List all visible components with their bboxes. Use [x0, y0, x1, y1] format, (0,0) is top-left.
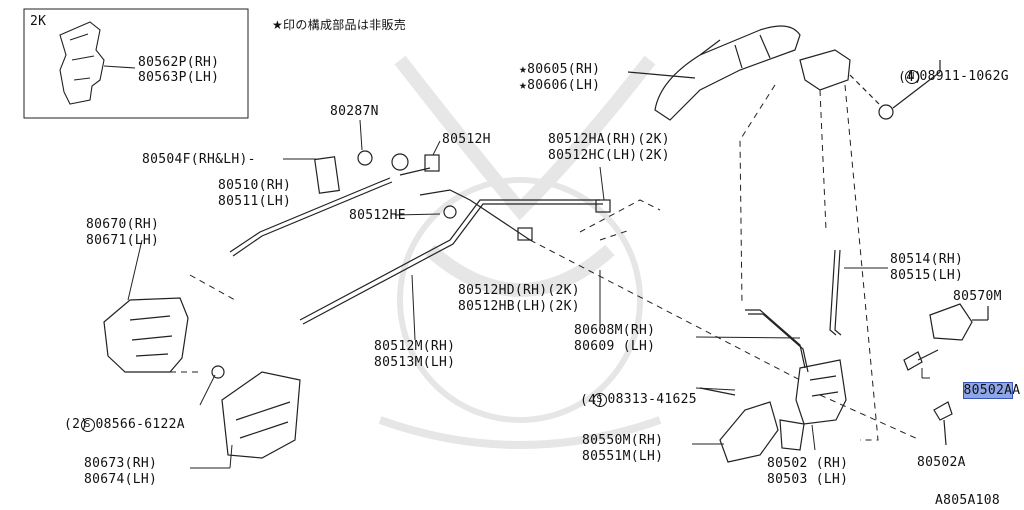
part-80551m[interactable]: 80551M(LH)	[582, 449, 664, 464]
part-80673[interactable]: 80673(RH)	[84, 456, 158, 471]
part-80513m[interactable]: 80513M(LH)	[374, 355, 456, 370]
outside-handle-part	[627, 25, 941, 121]
inside-handle-part	[103, 297, 225, 379]
part-80504f[interactable]: 80504F(RH&LH)-	[142, 152, 256, 167]
part-80502a[interactable]: 80502A	[917, 455, 966, 470]
part-80512hd[interactable]: 80512HD(RH)(2K)	[458, 283, 580, 298]
bolt-qty: (4)	[898, 70, 923, 85]
inset-tag: 2K	[30, 14, 47, 29]
s-mark-icon: S	[592, 392, 607, 407]
part-80287n[interactable]: 80287N	[330, 104, 379, 119]
screw-qty: (4)	[580, 393, 605, 408]
part-80502[interactable]: 80502 (RH)	[767, 456, 849, 471]
part-80674[interactable]: 80674(LH)	[84, 472, 158, 487]
part-80605[interactable]: ★80605(RH)	[519, 62, 601, 77]
part-80609[interactable]: 80609 (LH)	[574, 339, 656, 354]
part-80670[interactable]: 80670(RH)	[86, 217, 160, 232]
part-80511[interactable]: 80511(LH)	[218, 194, 292, 209]
part-80515[interactable]: 80515(LH)	[890, 268, 964, 283]
part-80512m[interactable]: 80512M(RH)	[374, 339, 456, 354]
drawing-code: A805A108	[935, 493, 1001, 508]
n-mark-icon: N	[904, 69, 919, 84]
actuator-part	[699, 387, 779, 463]
bolt-code: 08911-1062G	[919, 69, 1009, 84]
part-80512h[interactable]: 80512H	[442, 132, 491, 147]
part-80512hb[interactable]: 80512HB(LH)(2K)	[458, 299, 580, 314]
inset-bracket-part	[59, 21, 136, 105]
part-80510[interactable]: 80510(RH)	[218, 178, 292, 193]
part-80512ha[interactable]: 80512HA(RH)(2K)	[548, 132, 670, 147]
part-80512hc[interactable]: 80512HC(LH)(2K)	[548, 148, 670, 163]
door-lock-part	[779, 359, 847, 451]
part-80562p[interactable]: 80562P(RH)	[138, 55, 220, 70]
part-80503[interactable]: 80503 (LH)	[767, 472, 849, 487]
part-80608m[interactable]: 80608M(RH)	[574, 323, 656, 338]
label-suffix: A	[1012, 383, 1021, 398]
small-clips	[314, 150, 611, 241]
rods-and-cables	[229, 167, 842, 373]
escutcheon-part	[221, 371, 301, 459]
part-80606[interactable]: ★80606(LH)	[519, 78, 601, 93]
dashed-guides	[170, 84, 921, 441]
search-highlight: 80502A	[962, 382, 1014, 399]
striker-part	[929, 303, 989, 341]
part-80563p[interactable]: 80563P(LH)	[138, 70, 220, 85]
clip-qty: (2)	[64, 417, 89, 432]
non-sale-note: ★印の構成部品は非販売	[272, 18, 407, 32]
part-80502a-highlighted[interactable]: 80502AA	[931, 368, 1020, 413]
part-80671[interactable]: 80671(LH)	[86, 233, 160, 248]
screw-code: 08313-41625	[607, 392, 697, 407]
watermark-emblem	[378, 55, 662, 449]
part-80550m[interactable]: 80550M(RH)	[582, 433, 664, 448]
clip-code: 08566-6122A	[95, 417, 185, 432]
part-80570m[interactable]: 80570M	[953, 289, 1002, 304]
inset-box	[23, 8, 249, 119]
part-80514[interactable]: 80514(RH)	[890, 252, 964, 267]
part-80512he[interactable]: 80512HE	[349, 208, 406, 223]
s-mark-icon: S	[80, 417, 95, 432]
bolts	[903, 349, 953, 446]
leader-lines	[127, 119, 930, 469]
